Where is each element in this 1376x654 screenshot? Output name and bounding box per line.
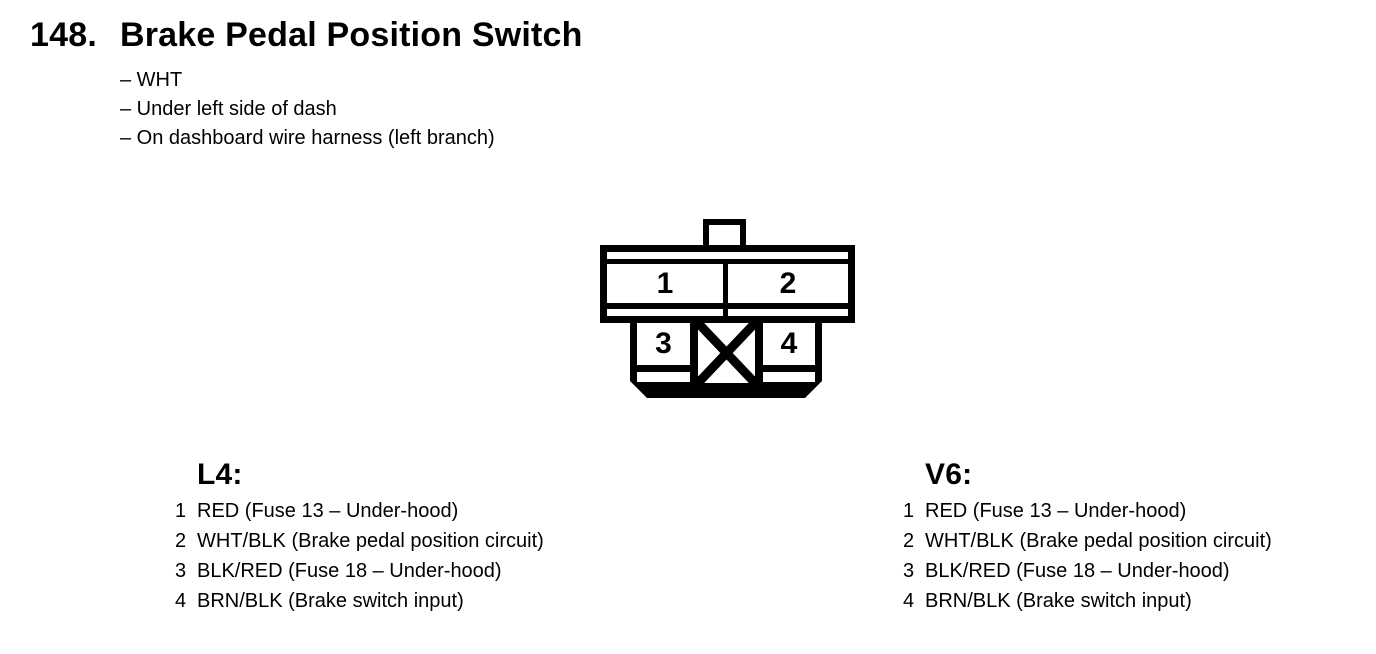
pin-cavity-4: 4 [763,323,815,365]
pin-number: 3 [175,560,187,582]
pinout-v6-heading: V6: [925,458,973,491]
location-notes: – WHT – Under left side of dash – On das… [120,66,495,153]
pin-number: 2 [903,530,915,552]
pin-number: 2 [175,530,187,552]
pinout-row: 2 WHT/BLK (Brake pedal position circuit) [903,526,1272,556]
pin-cavity-2: 2 [728,264,848,303]
pinout-l4: L4: 1 RED (Fuse 13 – Under-hood) 2 WHT/B… [175,460,544,616]
pin-description: WHT/BLK (Brake pedal position circuit) [197,530,544,552]
connector-upper-row: 1 2 [600,245,855,323]
pinout-v6: V6: 1 RED (Fuse 13 – Under-hood) 2 WHT/B… [903,460,1272,616]
pinout-row: 1 RED (Fuse 13 – Under-hood) [903,496,1272,526]
pin-description: RED (Fuse 13 – Under-hood) [197,500,459,522]
pin-number: 1 [903,500,915,522]
pinout-row: 3 BLK/RED (Fuse 18 – Under-hood) [903,556,1272,586]
pin-description: BRN/BLK (Brake switch input) [925,590,1192,612]
pinout-row: 1 RED (Fuse 13 – Under-hood) [175,496,544,526]
pinout-row: 4 BRN/BLK (Brake switch input) [175,586,544,616]
pinout-row: 4 BRN/BLK (Brake switch input) [903,586,1272,616]
pin-cavity-3: 3 [637,323,690,365]
pin-cavity-1: 1 [607,264,723,303]
pin-number: 4 [175,590,187,612]
pin-description: BLK/RED (Fuse 18 – Under-hood) [925,560,1230,582]
pinout-row: 2 WHT/BLK (Brake pedal position circuit) [175,526,544,556]
pinout-l4-list: 1 RED (Fuse 13 – Under-hood) 2 WHT/BLK (… [175,496,544,616]
connector-ridge-lower-left [637,372,690,382]
page-item-number: 148. [30,16,97,54]
blocked-cavity-x-icon [698,323,755,383]
connector-ridge-lower-right [763,372,815,382]
pin-number: 3 [903,560,915,582]
pinout-l4-heading: L4: [197,458,243,491]
page-title: Brake Pedal Position Switch [119,16,583,54]
connector-ridge-bottom-left [607,309,723,316]
bullet-item: – WHT [120,69,183,91]
pin-description: BRN/BLK (Brake switch input) [197,590,464,612]
connector-lower-row: 3 4 [630,323,822,398]
pinout-v6-list: 1 RED (Fuse 13 – Under-hood) 2 WHT/BLK (… [903,496,1272,616]
page-heading: 148. Brake Pedal Position Switch [30,16,583,55]
bullet-item: – On dashboard wire harness (left branch… [120,127,495,149]
connector-ridge-bottom-right [728,309,848,316]
bullet-item: – Under left side of dash [120,98,337,120]
pin-number: 1 [175,500,187,522]
pin-description: RED (Fuse 13 – Under-hood) [925,500,1187,522]
connector-diagram: 1 2 3 4 [600,219,855,398]
pin-description: WHT/BLK (Brake pedal position circuit) [925,530,1272,552]
pinout-row: 3 BLK/RED (Fuse 18 – Under-hood) [175,556,544,586]
pin-description: BLK/RED (Fuse 18 – Under-hood) [197,560,502,582]
connector-ridge-top [607,252,848,259]
connector-lock-tab [703,219,746,246]
pin-number: 4 [903,590,915,612]
